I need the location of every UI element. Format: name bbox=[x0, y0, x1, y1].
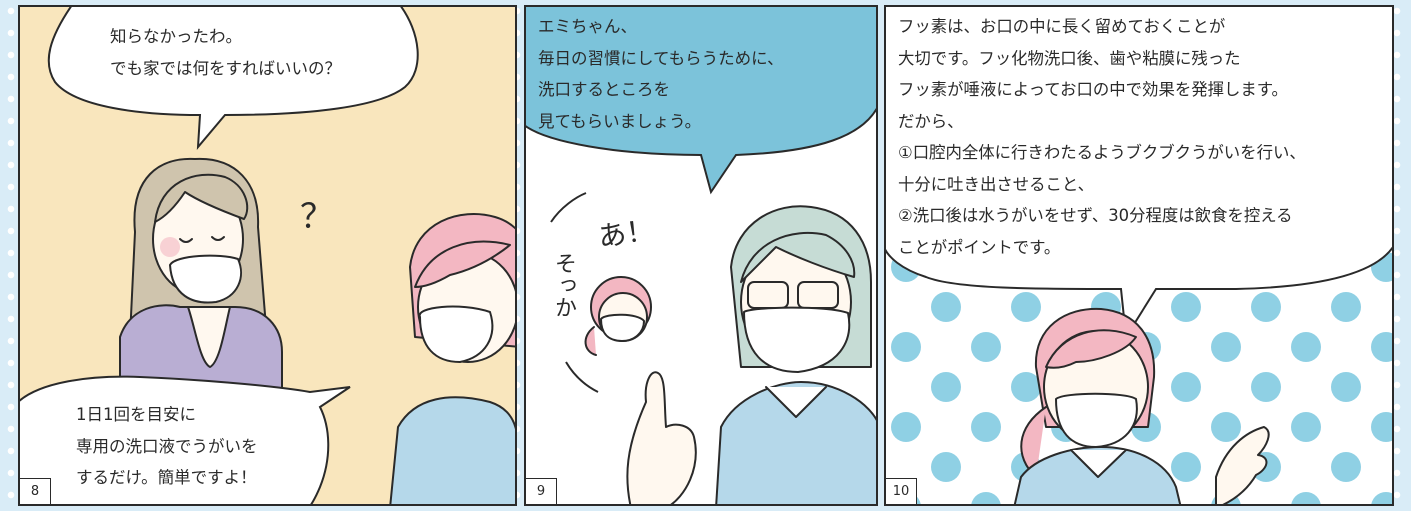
bubble-line: 専用の洗口液でうがいを bbox=[76, 436, 258, 456]
speech-bubble-blue bbox=[526, 7, 876, 195]
bubble-line: フッ素が唾液によってお口の中で効果を発揮します。 bbox=[898, 80, 1288, 99]
panel-8-art bbox=[20, 7, 515, 504]
panel-9: エミちゃん、 毎日の習慣にしてもらうために、 洗口するところを 見てもらいましょ… bbox=[524, 5, 878, 506]
panel-number: 10 bbox=[886, 478, 917, 504]
speech-bubble-bottom bbox=[20, 375, 351, 504]
motion-line bbox=[565, 361, 599, 393]
panel-number: 8 bbox=[20, 478, 51, 504]
girl-figure bbox=[389, 213, 515, 504]
bubble-line: 1日1回を目安に bbox=[76, 405, 196, 424]
bubble-large-text: フッ素は、お口の中に長く留めておくことが 大切です。フッ化物洗口後、歯や粘膜に残… bbox=[898, 11, 1306, 263]
panel-8: 知らなかったわ。 でも家では何をすればいいの？ ？ 1日1回を目安に 専用の洗口… bbox=[18, 5, 517, 506]
panel-10: フッ素は、お口の中に長く留めておくことが 大切です。フッ化物洗口後、歯や粘膜に残… bbox=[884, 5, 1394, 506]
smiling-girl-figure bbox=[1013, 307, 1270, 504]
question-mark: ？ bbox=[300, 197, 334, 237]
blush-mark bbox=[160, 237, 180, 257]
bubble-line: 知らなかったわ。 bbox=[110, 27, 242, 46]
speech-bubble-top bbox=[47, 7, 419, 150]
bubble-line: でも家では何をすればいいの？ bbox=[110, 58, 341, 78]
bubble-line: 十分に吐き出させること、 bbox=[898, 174, 1095, 194]
bubble-line: 大切です。フッ化物洗口後、歯や粘膜に残った bbox=[898, 48, 1241, 68]
bubble-line: 見てもらいましょう。 bbox=[538, 111, 702, 131]
bubble-line: するだけ。簡単ですよ！ bbox=[76, 468, 257, 487]
nurse-figure bbox=[715, 205, 876, 504]
sfx-a: あ！ bbox=[596, 213, 657, 254]
panel-number: 9 bbox=[526, 478, 557, 504]
bubble-line: フッ素は、お口の中に長く留めておくことが bbox=[898, 17, 1226, 36]
bubble-blue-text: エミちゃん、 毎日の習慣にしてもらうために、 洗口するところを 見てもらいましょ… bbox=[538, 11, 784, 137]
motion-line bbox=[550, 192, 587, 223]
panel-10-art bbox=[886, 7, 1392, 504]
speech-bubble-large bbox=[886, 7, 1392, 340]
bubble-line: エミちゃん、 bbox=[538, 17, 637, 36]
sfx-sokka: そっか bbox=[551, 252, 576, 318]
small-girl-head bbox=[584, 276, 652, 356]
pointing-hand bbox=[626, 371, 697, 504]
bubble-line: 洗口するところを bbox=[538, 80, 670, 99]
panel-9-art bbox=[526, 7, 876, 504]
bubble-line: ②洗口後は水うがいをせず、30分程度は飲食を控える bbox=[898, 206, 1293, 225]
bubble-line: ①口腔内全体に行きわたるようブクブクうがいを行い、 bbox=[898, 143, 1306, 162]
bubble-line: 毎日の習慣にしてもらうために、 bbox=[538, 48, 784, 68]
bubble-line: だから、 bbox=[898, 111, 964, 131]
bubble-top-text: 知らなかったわ。 でも家では何をすればいいの？ bbox=[110, 21, 341, 84]
bubble-line: ことがポイントです。 bbox=[898, 237, 1061, 257]
bubble-bottom-text: 1日1回を目安に 専用の洗口液でうがいを するだけ。簡単ですよ！ bbox=[76, 399, 258, 494]
